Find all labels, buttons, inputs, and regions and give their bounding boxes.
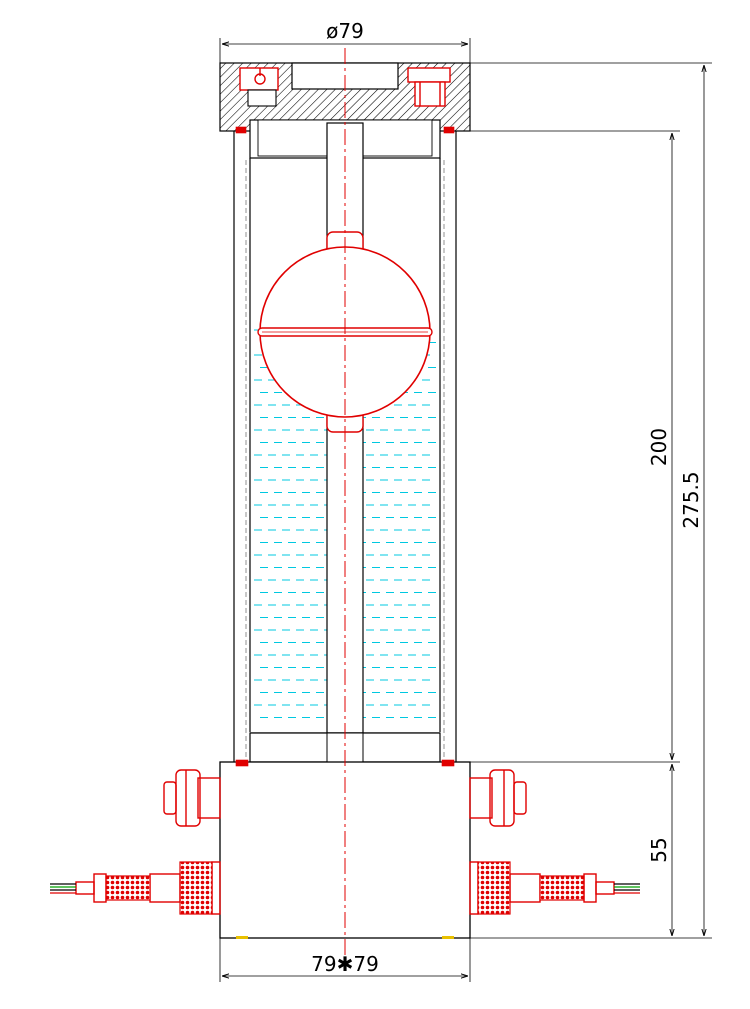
left-upper-fitting [163, 769, 221, 827]
dimension-heights: 200 55 275.5 [456, 62, 712, 939]
dimension-bottom-size: 79✱79 [219, 938, 471, 982]
left-cable-connector [50, 861, 221, 915]
right-cable-connector [469, 861, 640, 915]
top-diameter-label: ø79 [326, 19, 364, 43]
dimension-top-diameter: ø79 [219, 19, 471, 63]
glass-tube [233, 131, 457, 762]
total-height-label: 275.5 [679, 471, 703, 528]
tube-height-label: 200 [647, 428, 671, 466]
right-upper-fitting [469, 769, 527, 827]
base-height-label: 55 [647, 837, 671, 862]
bottom-size-label: 79✱79 [311, 952, 379, 976]
